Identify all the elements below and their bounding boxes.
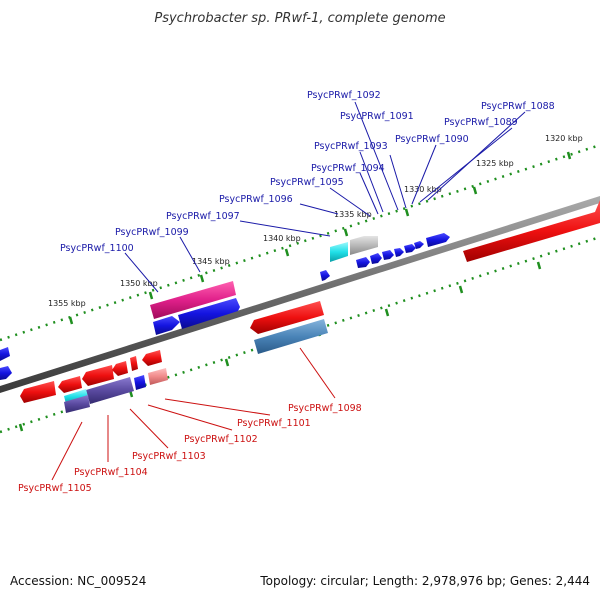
gene-arrow — [112, 361, 128, 376]
gene-label: PsycPRwf_1102 — [184, 434, 258, 445]
gene-arrow — [134, 375, 146, 390]
gene-label: PsycPRwf_1101 — [237, 418, 311, 429]
gene-label: PsycPRwf_1105 — [18, 483, 92, 494]
gene-label: PsycPRwf_1089 — [444, 117, 518, 128]
minus-gene-labels: PsycPRwf_1098 PsycPRwf_1101 PsycPRwf_110… — [18, 403, 362, 494]
accession-label: Accession: NC_009524 — [10, 574, 146, 588]
gene-arrow — [414, 241, 424, 249]
gene-arrow — [356, 257, 370, 268]
gene-arrow — [58, 376, 82, 393]
map-title: Psychrobacter sp. PRwf-1, complete genom… — [154, 11, 445, 26]
gene-arrow — [150, 281, 236, 319]
gene-arrow — [404, 244, 416, 253]
gene-arrow — [254, 319, 328, 354]
plus-gene-labels: PsycPRwf_1088 PsycPRwf_1089 PsycPRwf_109… — [60, 90, 555, 254]
gene-arrow — [250, 301, 324, 334]
gene-label: PsycPRwf_1099 — [115, 227, 189, 238]
gene-label: PsycPRwf_1100 — [60, 243, 134, 254]
kbp-label: 1355 kbp — [48, 299, 86, 308]
plus-strand-genes — [0, 200, 600, 380]
kbp-label: 1345 kbp — [192, 257, 230, 266]
minus-leader-lines — [51, 347, 336, 481]
kbp-labels: 1320 kbp 1325 kbp 1330 kbp 1335 kbp 1340… — [48, 134, 583, 308]
gene-arrow — [86, 377, 134, 404]
kbp-label: 1325 kbp — [476, 159, 514, 168]
gene-label: PsycPRwf_1104 — [74, 467, 148, 478]
gene-arrow — [20, 381, 56, 403]
outer-major-ticks — [68, 151, 572, 325]
genome-summary: Topology: circular; Length: 2,978,976 bp… — [259, 574, 590, 588]
gene-label: PsycPRwf_1095 — [270, 177, 344, 188]
gene-label: PsycPRwf_1103 — [132, 451, 206, 462]
kbp-label: 1320 kbp — [545, 134, 583, 143]
gene-arrow — [320, 270, 330, 281]
plus-leader-lines — [124, 101, 526, 293]
gene-label: PsycPRwf_1098 — [288, 403, 362, 414]
gene-arrow — [0, 366, 12, 380]
gene-arrow — [82, 365, 114, 386]
gene-arrow — [0, 347, 10, 361]
gene-arrow — [426, 233, 450, 247]
gene-arrow — [350, 236, 378, 255]
gene-arrow — [370, 253, 382, 264]
gene-label: PsycPRwf_1097 — [166, 211, 240, 222]
gene-label: PsycPRwf_1088 — [481, 101, 555, 112]
gene-arrow — [142, 350, 162, 366]
gene-arrow — [130, 356, 138, 371]
gene-label: PsycPRwf_1093 — [314, 141, 388, 152]
gene-label: PsycPRwf_1090 — [395, 134, 469, 145]
gene-arrow — [382, 250, 394, 260]
gene-label: PsycPRwf_1096 — [219, 194, 293, 205]
outer-tick-track — [0, 143, 600, 342]
gene-arrow — [463, 200, 600, 262]
kbp-label: 1350 kbp — [120, 279, 158, 288]
kbp-label: 1340 kbp — [263, 234, 301, 243]
minus-strand-genes — [20, 301, 328, 413]
gene-arrow — [64, 395, 90, 413]
gene-arrow — [330, 242, 348, 262]
kbp-label: 1335 kbp — [334, 210, 372, 219]
genome-backbone — [0, 196, 600, 393]
kbp-label: 1330 kbp — [404, 185, 442, 194]
gene-label: PsycPRwf_1094 — [311, 163, 385, 174]
gene-label: PsycPRwf_1091 — [340, 111, 414, 122]
gene-arrow — [153, 316, 180, 335]
gene-label: PsycPRwf_1092 — [307, 90, 381, 101]
gene-arrow — [178, 298, 240, 329]
gene-arrow — [394, 248, 404, 257]
gene-arrow — [148, 368, 168, 385]
